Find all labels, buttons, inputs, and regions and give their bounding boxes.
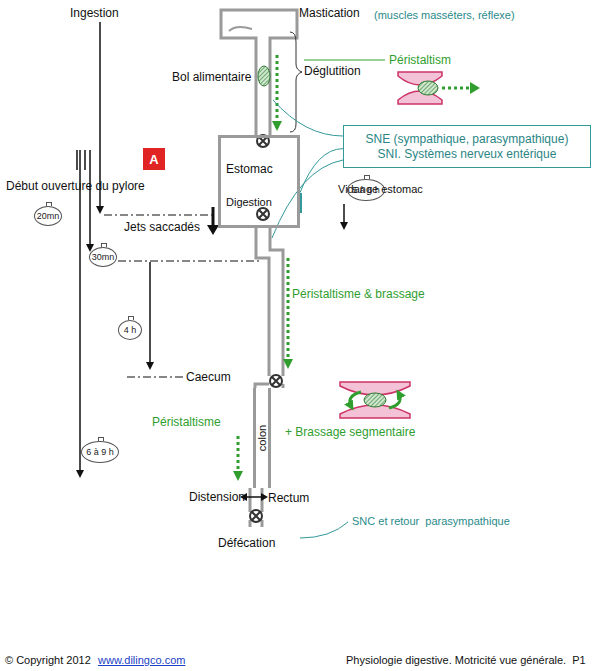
- sphincter-symbol: [250, 135, 282, 522]
- stage-label: Mastication: [299, 6, 360, 20]
- process-label: Jets saccadés: [124, 220, 200, 234]
- node-title: 20mn: [37, 211, 60, 221]
- process-label: Distension: [189, 490, 245, 504]
- timeline: [77, 22, 150, 476]
- process-label: Péristaltism: [389, 53, 451, 67]
- mixing-symbol: [340, 382, 410, 418]
- nerve-connector: [300, 149, 343, 193]
- colon-tube: colon: [253, 388, 271, 488]
- part-name: Bol alimentaire: [172, 70, 251, 84]
- jet-arrow: [212, 207, 215, 226]
- stomach-box: EstomacDigestion: [218, 135, 300, 228]
- node-text: SNI. Systèmes nerveux entérique: [378, 147, 557, 162]
- part-name: Caecum: [186, 370, 231, 384]
- process-label: + Brassage segmentaire: [285, 425, 415, 439]
- time-note: Début ouverture du pylore: [6, 179, 145, 193]
- node-title: colon: [256, 425, 268, 451]
- clock-icon: 6 à 9 h: [81, 441, 119, 463]
- stage-label: Défécation: [218, 536, 275, 550]
- page-footer: Physiologie digestive. Motricité vue gén…: [346, 653, 586, 667]
- node-title: 30mn: [92, 252, 115, 262]
- node-title: A: [149, 152, 158, 167]
- bracket: [290, 32, 302, 132]
- node-title: Estomac: [226, 162, 273, 176]
- node-title: SNE (sympathique, parasympathique): [366, 132, 569, 147]
- node-text: Digestion: [226, 196, 272, 208]
- part-name: Rectum: [268, 491, 309, 505]
- clock-icon: 20mn: [34, 206, 62, 226]
- emptying-arrow: [343, 204, 345, 228]
- process-label: Déglutition: [304, 64, 361, 78]
- peristalsis-arrow: [238, 55, 288, 478]
- copyright: © Copyright 2012: [5, 653, 91, 667]
- node-title: 6 à 9 h: [86, 447, 114, 457]
- marker-box: A: [143, 148, 165, 170]
- clock-icon: 4 h: [118, 320, 142, 340]
- nerve-leader-line: [272, 100, 348, 538]
- time-marker-line: [104, 215, 262, 377]
- clock-icon: 30mn: [89, 247, 117, 267]
- process-label: Péristaltisme: [152, 415, 221, 429]
- process-label: Péristaltisme & brassage: [292, 287, 425, 301]
- note: (muscles masséters, réflexe): [374, 8, 515, 22]
- website-link: www.dilingco.com: [98, 653, 185, 667]
- note: SNC et retour parasympathique: [352, 514, 510, 528]
- leader-line: [304, 60, 385, 61]
- intestine-tube: [250, 228, 283, 527]
- stage-label: Ingestion: [70, 6, 119, 20]
- node-title: 4 h: [124, 325, 137, 335]
- nervous-system-box: SNE (sympathique, parasympathique)SNI. S…: [343, 125, 591, 168]
- process-label: Vidange estomac: [338, 182, 423, 196]
- food-bolus: [258, 66, 270, 86]
- peristalsis-symbol: [398, 72, 480, 104]
